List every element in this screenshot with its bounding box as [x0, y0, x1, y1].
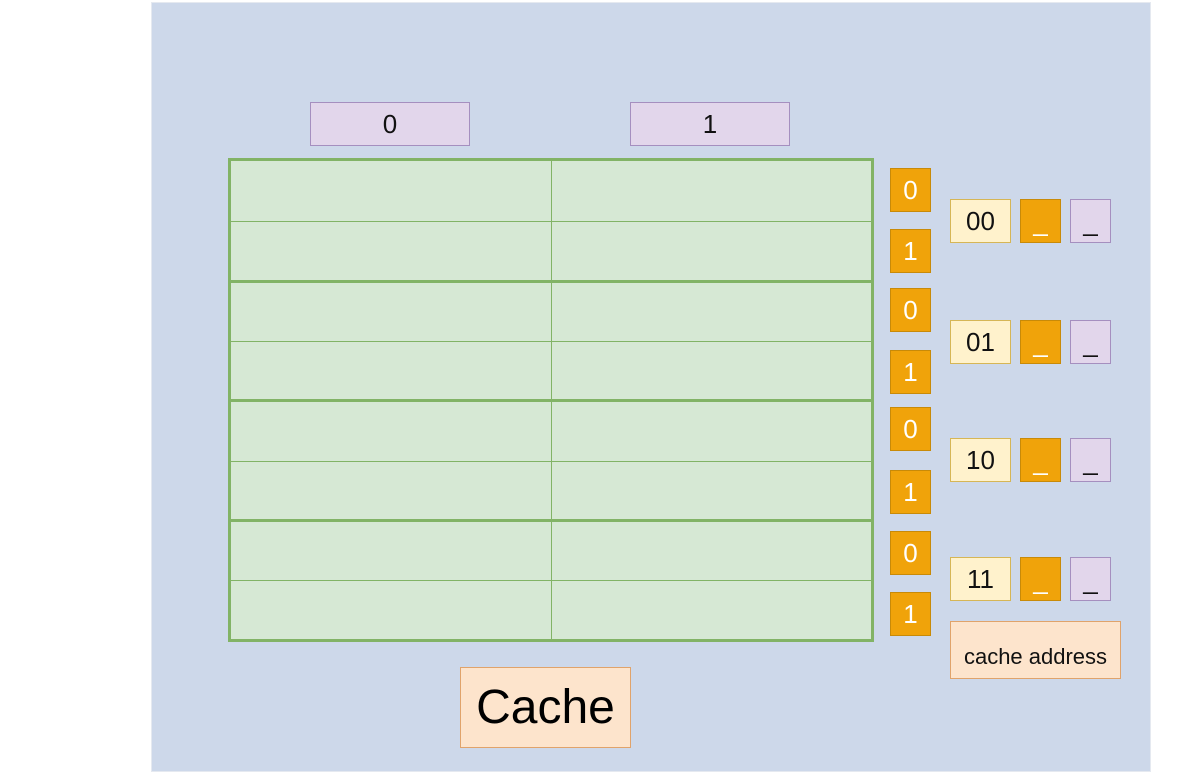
line-divider — [231, 461, 871, 462]
offset-field-set3: _ — [1070, 557, 1111, 601]
set-index-11: 11 — [950, 557, 1011, 601]
line-divider — [231, 221, 871, 222]
offset-field-set1: _ — [1070, 320, 1111, 364]
offset-field-set0: _ — [1070, 199, 1111, 243]
set-index-01: 01 — [950, 320, 1011, 364]
offset-field-set2: _ — [1070, 438, 1111, 482]
cache-title: Cache — [460, 667, 631, 748]
tag-field-set3: _ — [1020, 557, 1061, 601]
line-divider — [231, 341, 871, 342]
way-label-set2-way1: 1 — [890, 470, 931, 514]
column-header-1: 1 — [630, 102, 790, 146]
set-index-00: 00 — [950, 199, 1011, 243]
cache-grid — [228, 158, 874, 642]
way-label-set0-way0: 0 — [890, 168, 931, 212]
way-label-set0-way1: 1 — [890, 229, 931, 273]
tag-field-set0: _ — [1020, 199, 1061, 243]
way-label-set3-way1: 1 — [890, 592, 931, 636]
set-index-10: 10 — [950, 438, 1011, 482]
way-label-set3-way0: 0 — [890, 531, 931, 575]
way-label-set1-way0: 0 — [890, 288, 931, 332]
set-divider — [231, 399, 871, 402]
cache-address-label: cache address — [950, 621, 1121, 679]
way-label-set1-way1: 1 — [890, 350, 931, 394]
tag-field-set1: _ — [1020, 320, 1061, 364]
set-divider — [231, 280, 871, 283]
line-divider — [231, 580, 871, 581]
column-header-0: 0 — [310, 102, 470, 146]
tag-field-set2: _ — [1020, 438, 1061, 482]
way-label-set2-way0: 0 — [890, 407, 931, 451]
set-divider — [231, 519, 871, 522]
